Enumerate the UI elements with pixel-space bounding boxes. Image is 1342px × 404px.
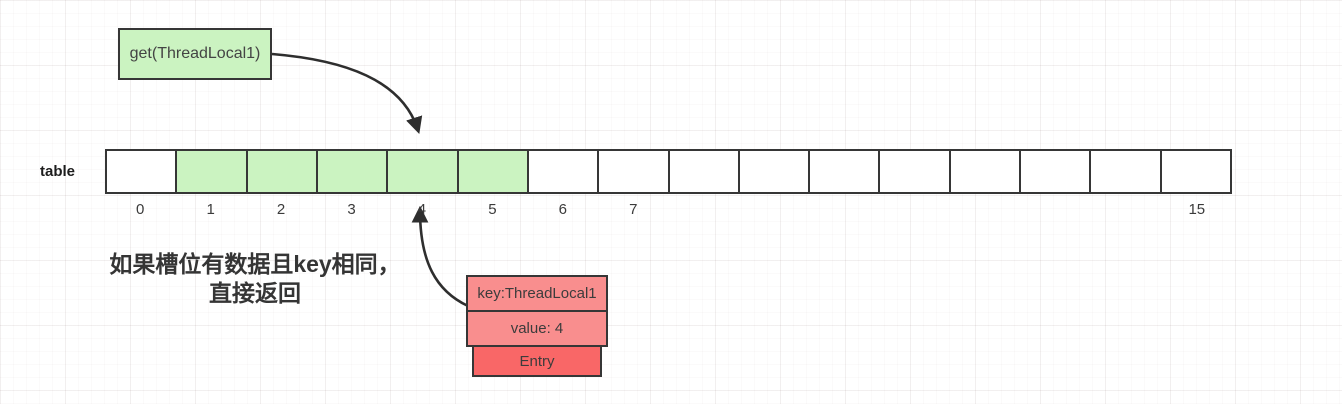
- entry-key-box: key:ThreadLocal1: [466, 275, 608, 312]
- cell-index-label-2: 2: [276, 201, 286, 218]
- table-cell-10: [808, 149, 881, 194]
- cell-index-label-4: 4: [417, 201, 427, 218]
- entry-name-box: Entry: [472, 345, 602, 377]
- entry-value-label: value: 4: [510, 320, 564, 337]
- cell-index-label-7: 7: [629, 201, 638, 218]
- entry-group: key:ThreadLocal1 value: 4 Entry: [466, 275, 608, 377]
- table-label: table: [40, 163, 76, 180]
- hash-table-index-labels: 0 1 2 3 4 5 6 7 15: [105, 201, 1232, 223]
- hash-table: [105, 149, 1232, 194]
- cell-index-label-3: 3: [347, 201, 356, 218]
- table-cell-4: [386, 149, 459, 194]
- cell-index-label-15: 15: [1188, 201, 1206, 218]
- get-call-label: get(ThreadLocal1): [129, 45, 261, 62]
- table-cell-8: [667, 149, 740, 194]
- table-cell-12: [948, 149, 1022, 194]
- entry-value-box: value: 4: [466, 310, 608, 347]
- table-cell-9: [737, 149, 811, 194]
- table-cell-3: [315, 149, 389, 194]
- annotation-line-2: 直接返回: [209, 280, 301, 306]
- entry-name-label: Entry: [519, 352, 555, 370]
- annotation-line-1: 如果槽位有数据且key相同，: [109, 251, 401, 277]
- table-cell-5: [456, 149, 529, 194]
- cell-index-label-1: 1: [206, 201, 215, 218]
- get-call-box: get(ThreadLocal1): [118, 28, 272, 80]
- table-cell-13: [1019, 149, 1092, 194]
- cell-index-label-5: 5: [488, 201, 497, 218]
- cell-index-label-0: 0: [136, 201, 145, 218]
- annotation-text: 如果槽位有数据且key相同， 直接返回: [88, 250, 422, 308]
- table-cell-7: [597, 149, 670, 194]
- table-cell-0: [105, 149, 178, 194]
- table-cell-14: [1089, 149, 1162, 194]
- table-cell-2: [245, 149, 318, 194]
- arrow-entry-to-slot4: [411, 205, 469, 308]
- table-cell-6: [526, 149, 600, 194]
- entry-key-label: key:ThreadLocal1: [477, 285, 597, 302]
- table-cell-11: [878, 149, 951, 194]
- cell-index-label-6: 6: [558, 201, 568, 218]
- table-cell-15: [1159, 149, 1232, 194]
- table-cell-1: [175, 149, 248, 194]
- arrow-get-to-slot4: [271, 52, 423, 135]
